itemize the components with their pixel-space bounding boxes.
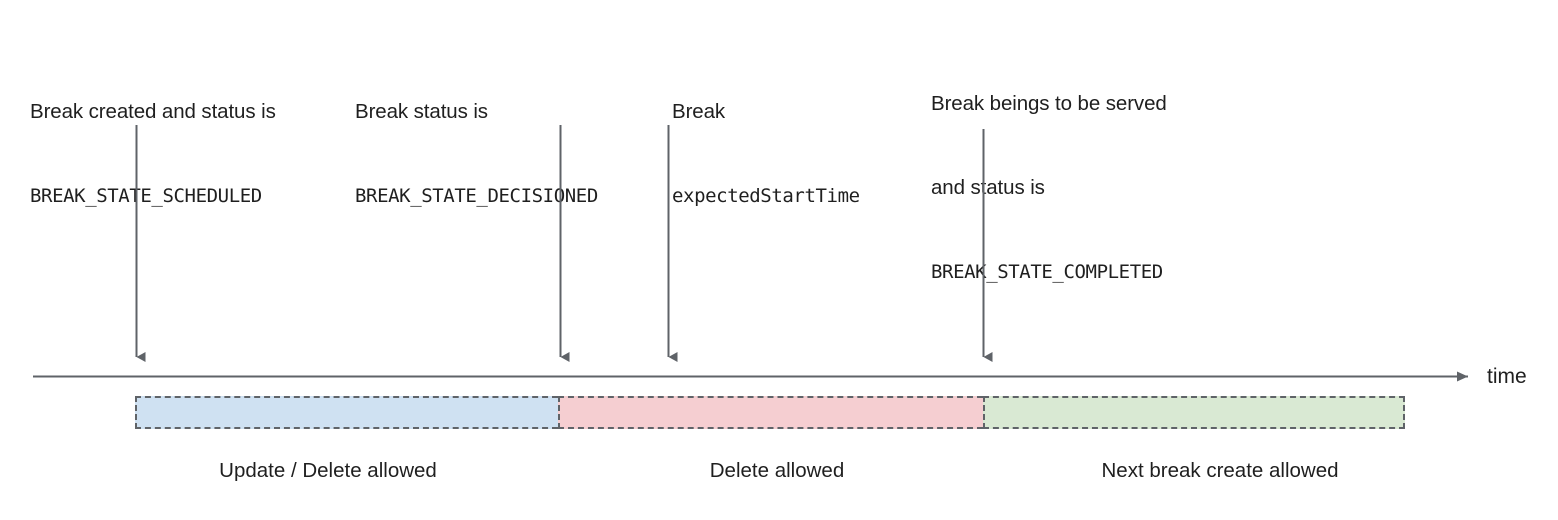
annotation-expected-start-time-line-1: Break	[672, 100, 726, 123]
annotation-decisioned: Break status is BREAK_STATE_DECISIONED	[355, 42, 598, 266]
annotation-scheduled-line-1: Break created and status is	[30, 100, 276, 123]
annotation-expected-start-time-line-2: expectedStartTime	[672, 185, 860, 207]
annotation-completed-line-2: and status is	[931, 176, 1045, 199]
segment-next-break	[983, 396, 1405, 429]
segment-update-delete	[135, 396, 558, 429]
annotation-scheduled: Break created and status is BREAK_STATE_…	[30, 42, 276, 266]
annotation-completed-line-3: BREAK_STATE_COMPLETED	[931, 261, 1163, 283]
time-axis-label: time	[1487, 365, 1527, 388]
timeline-segment-bar	[135, 396, 1405, 429]
caption-next-break: Next break create allowed	[1101, 459, 1339, 482]
annotation-expected-start-time: Break expectedStartTime	[672, 42, 860, 266]
annotation-completed: Break beings to be served and status is …	[931, 34, 1167, 342]
annotation-decisioned-line-2: BREAK_STATE_DECISIONED	[355, 185, 598, 207]
annotation-scheduled-line-2: BREAK_STATE_SCHEDULED	[30, 185, 262, 207]
annotation-completed-line-1: Break beings to be served	[931, 92, 1167, 115]
segment-delete	[558, 396, 983, 429]
caption-delete: Delete allowed	[709, 459, 845, 482]
caption-update-delete: Update / Delete allowed	[219, 459, 437, 482]
annotation-decisioned-line-1: Break status is	[355, 100, 488, 123]
